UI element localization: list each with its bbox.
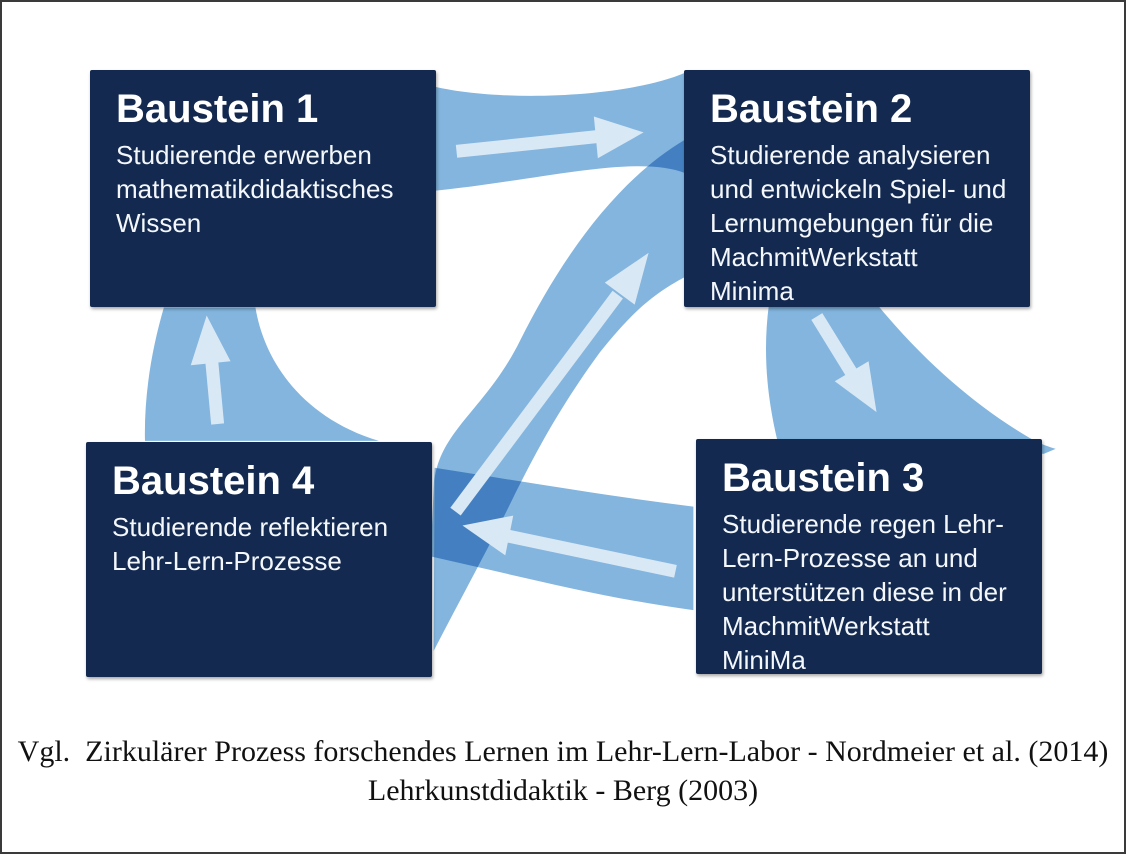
box-baustein-4-title: Baustein 4	[112, 459, 315, 503]
arrow-box4-to-box2	[450, 252, 649, 516]
box-baustein-4-body: Studierende reflektieren Lehr-Lern-Proze…	[112, 512, 389, 576]
box-baustein-2-body: Studierende analysieren und entwickeln S…	[710, 140, 1007, 306]
box-baustein-1-body: Studierende erwerben mathematikdidaktisc…	[116, 140, 394, 238]
box-baustein-3-body: Studierende regen Lehr- Lern-Prozesse an…	[722, 509, 1007, 675]
arrow-box1-to-box2	[455, 116, 644, 159]
box-baustein-1-title: Baustein 1	[116, 87, 319, 131]
box-baustein-3: Baustein 3 Studierende regen Lehr- Lern-…	[696, 439, 1042, 675]
arrow-box4-to-box1	[190, 315, 231, 425]
caption-line-2: Lehrkunstdidaktik - Berg (2003)	[367, 774, 759, 807]
arrow-box2-to-box3	[811, 313, 877, 413]
arrow-box3-to-box4	[462, 515, 677, 578]
caption: Vgl. Zirkulärer Prozess forschendes Lern…	[2, 732, 1124, 810]
box-baustein-2: Baustein 2 Studierende analysieren und e…	[684, 70, 1030, 307]
band-box3-to-box4	[430, 467, 694, 611]
band-box4-to-box1	[144, 307, 379, 441]
caption-line-1: Vgl. Zirkulärer Prozess forschendes Lern…	[17, 735, 1109, 768]
band-box2-to-box3	[766, 303, 1056, 454]
box-baustein-2-title: Baustein 2	[710, 87, 913, 131]
box-baustein-1: Baustein 1 Studierende erwerben mathemat…	[90, 70, 436, 307]
box-baustein-3-title: Baustein 3	[722, 456, 925, 500]
band-box1-to-box2	[430, 72, 686, 192]
box-baustein-4: Baustein 4 Studierende reflektieren Lehr…	[86, 442, 432, 677]
